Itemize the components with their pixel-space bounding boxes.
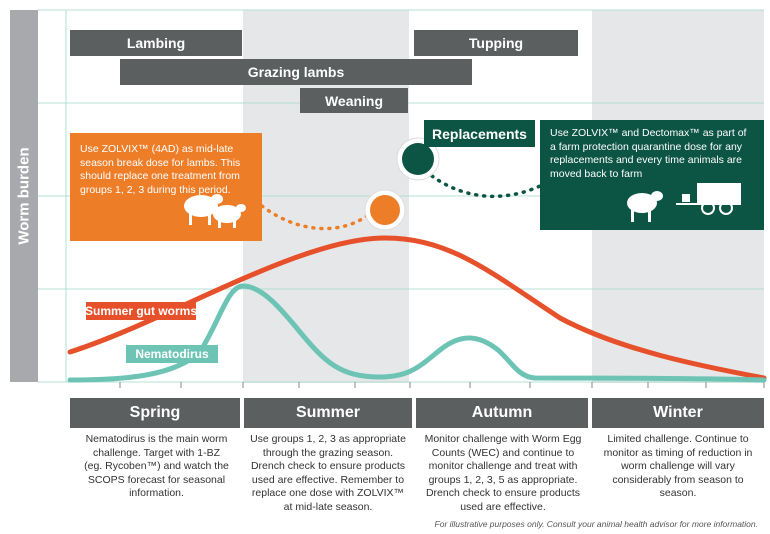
season-spring-label: Spring	[129, 404, 181, 421]
spring-description: Nematodirus is the main worm challenge. …	[84, 433, 229, 499]
nematodirus-label: Nematodirus	[135, 347, 209, 361]
orange-treatment-marker	[364, 189, 406, 231]
zolvix-dectomax-callout: Use ZOLVIX™ and Dectomax™ as part of a f…	[540, 120, 764, 230]
season-summer: Summer	[244, 398, 412, 428]
summer-description: Use groups 1, 2, 3 as appropriate throug…	[250, 433, 406, 513]
sheep-icon	[627, 191, 663, 222]
season-autumn: Autumn	[416, 398, 588, 428]
replacements-label: Replacements	[432, 125, 527, 142]
nematodirus-label-box: Nematodirus	[126, 345, 218, 363]
winter-description: Limited challenge. Continue to monitor a…	[603, 433, 753, 499]
season-autumn-label: Autumn	[471, 404, 533, 421]
tupping-label: Tupping	[468, 35, 524, 51]
weaning-label: Weaning	[324, 92, 384, 109]
nematodirus-curve	[67, 283, 767, 383]
footnote: For illustrative purposes only. Consult …	[434, 519, 758, 529]
summer-gut-worms-label: Summer gut worms	[84, 304, 198, 318]
season-spring: Spring	[70, 398, 240, 428]
season-summer-label: Summer	[295, 404, 361, 421]
season-winter-label: Winter	[653, 404, 703, 421]
green-treatment-marker	[396, 137, 440, 181]
lambing-bar: Lambing	[70, 30, 242, 56]
weaning-bar: Weaning	[300, 88, 408, 113]
zolvix-dectomax-text: Use ZOLVIX™ and Dectomax™ as part of a f…	[550, 127, 747, 180]
tupping-bar: Tupping	[414, 30, 578, 56]
y-axis-label-box: Worm burden	[10, 10, 38, 382]
season-winter: Winter	[592, 398, 764, 428]
summer-gut-worms-label-box: Summer gut worms	[84, 302, 198, 320]
summer-gut-worms-curve	[67, 235, 767, 381]
orange-dotted-connector	[260, 204, 374, 231]
grazing-lambs-bar: Grazing lambs	[120, 59, 472, 85]
green-dotted-connector	[430, 174, 542, 199]
x-axis-ticks	[119, 382, 765, 388]
sheep-pair-icon	[184, 194, 246, 228]
replacements-label-box: Replacements	[424, 120, 535, 147]
lambing-label: Lambing	[126, 35, 186, 51]
trailer-icon	[676, 183, 741, 215]
autumn-description: Monitor challenge with Worm Egg Counts (…	[424, 433, 582, 513]
grazing-lambs-label: Grazing lambs	[247, 64, 345, 80]
zolvix-lamb-text: Use ZOLVIX™ (4AD) as mid-late season bre…	[80, 143, 241, 196]
zolvix-lamb-callout: Use ZOLVIX™ (4AD) as mid-late season bre…	[70, 133, 262, 241]
